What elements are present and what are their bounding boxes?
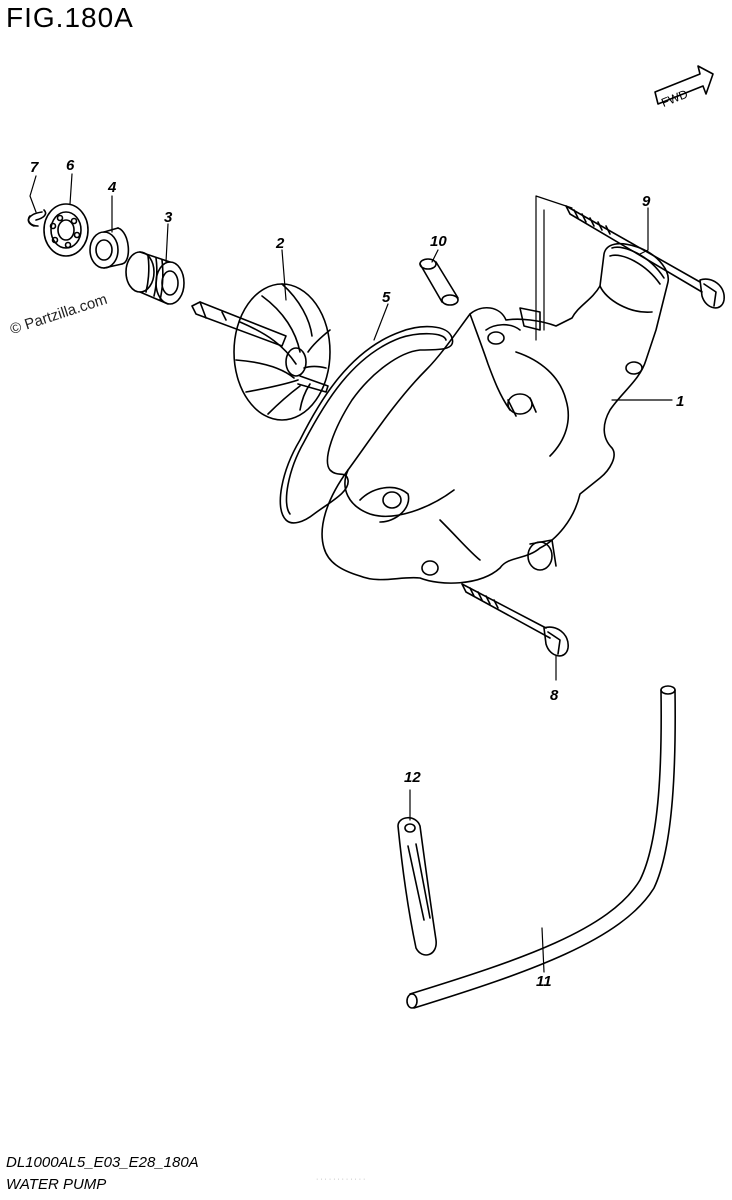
hose-part-11[interactable] [406, 685, 677, 1009]
callout-labels: 7 6 4 3 2 5 10 9 1 8 12 11 [30, 157, 684, 990]
callout-7: 7 [30, 159, 39, 176]
callout-1: 1 [676, 393, 684, 410]
callout-4: 4 [107, 179, 117, 196]
footer-small-text: · · · · · · · · · · · · [316, 1176, 366, 1183]
footer-name: WATER PUMP [6, 1176, 107, 1193]
impeller-part-2[interactable] [191, 283, 331, 421]
callout-2: 2 [275, 235, 285, 252]
callout-8: 8 [550, 687, 559, 704]
callout-6: 6 [66, 157, 75, 174]
mechanical-seal-part-3[interactable] [125, 251, 185, 305]
pump-housing-part-1[interactable] [321, 242, 669, 584]
callout-11: 11 [536, 973, 552, 990]
fwd-arrow-icon: FWD [654, 65, 714, 110]
oil-seal-part-4[interactable] [89, 227, 130, 269]
o-ring-part-5[interactable] [279, 325, 454, 524]
clamp-part-12[interactable] [397, 816, 437, 956]
circlip-part-7[interactable] [27, 209, 47, 227]
callout-12: 12 [404, 769, 421, 786]
bearing-part-6[interactable] [43, 203, 89, 257]
callout-3: 3 [164, 209, 173, 226]
callout-10: 10 [430, 233, 447, 250]
callout-9: 9 [642, 193, 651, 210]
leader-lines [29, 173, 673, 973]
dowel-pin-part-10[interactable] [419, 258, 459, 306]
long-bolt-part-9[interactable] [565, 205, 725, 309]
callout-5: 5 [382, 289, 391, 306]
bolt-part-8[interactable] [461, 583, 569, 657]
figure-title: FIG.180A [6, 2, 134, 33]
footer-code: DL1000AL5_E03_E28_180A [6, 1154, 199, 1171]
